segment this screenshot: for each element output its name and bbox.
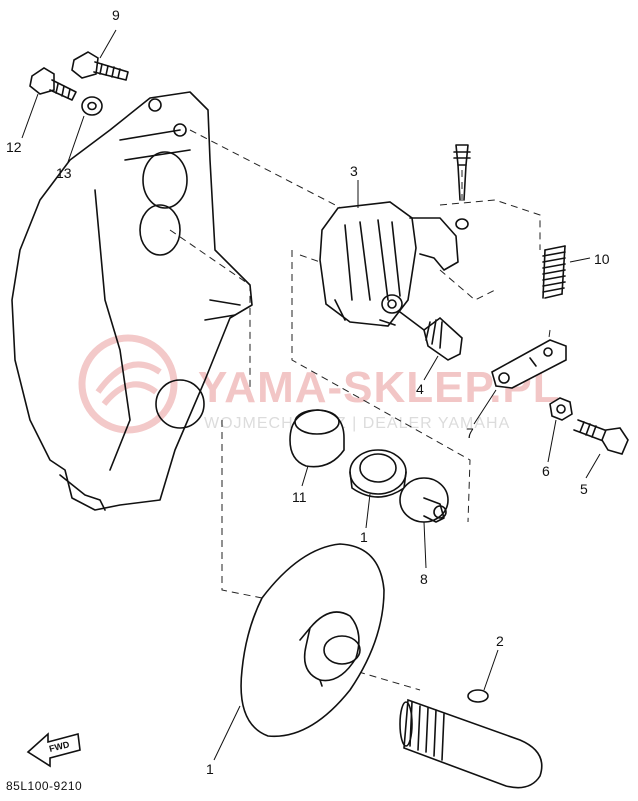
shaft — [399, 698, 543, 789]
watermark-logo-icon — [78, 334, 178, 434]
callout-3: 3 — [350, 163, 358, 179]
disc-1 — [240, 543, 385, 738]
nut-6 — [549, 397, 573, 421]
bushing-8 — [399, 477, 449, 523]
callout-11: 11 — [292, 489, 307, 505]
key-2 — [467, 689, 489, 703]
bolt-5 — [573, 419, 629, 455]
callout-13: 13 — [56, 165, 72, 181]
callout-12: 12 — [6, 139, 22, 155]
callout-1-disc: 1 — [206, 761, 214, 777]
callout-4: 4 — [416, 381, 424, 397]
cap-11 — [289, 409, 345, 468]
lever-7 — [491, 339, 567, 389]
callout-9: 9 — [112, 7, 120, 23]
housing-plate — [11, 91, 253, 511]
spring-10 — [542, 245, 566, 299]
adjuster-4 — [399, 311, 463, 361]
leader-lines — [21, 29, 601, 761]
bolt-12 — [29, 67, 77, 101]
caliper-bracket-3 — [319, 201, 459, 327]
fwd-arrow-icon: FWD — [26, 732, 81, 768]
part-code: 85L100-9210 — [6, 779, 82, 793]
callout-6: 6 — [542, 463, 550, 479]
callout-5: 5 — [580, 481, 588, 497]
callouts: 9 12 13 3 10 4 7 6 5 11 1 8 2 1 — [6, 7, 610, 777]
cable-end — [453, 144, 471, 230]
callout-1-ring: 1 — [360, 529, 368, 545]
callout-7: 7 — [466, 425, 474, 441]
callout-10: 10 — [594, 251, 610, 267]
bolt-9 — [71, 51, 129, 81]
washer-13 — [81, 96, 103, 116]
watermark-subline: WOJMECHANICZ | DEALER YAMAHA — [204, 415, 510, 432]
callout-2: 2 — [496, 633, 504, 649]
ring-1 — [349, 449, 407, 498]
callout-8: 8 — [420, 571, 428, 587]
fwd-label: FWD — [48, 739, 71, 754]
